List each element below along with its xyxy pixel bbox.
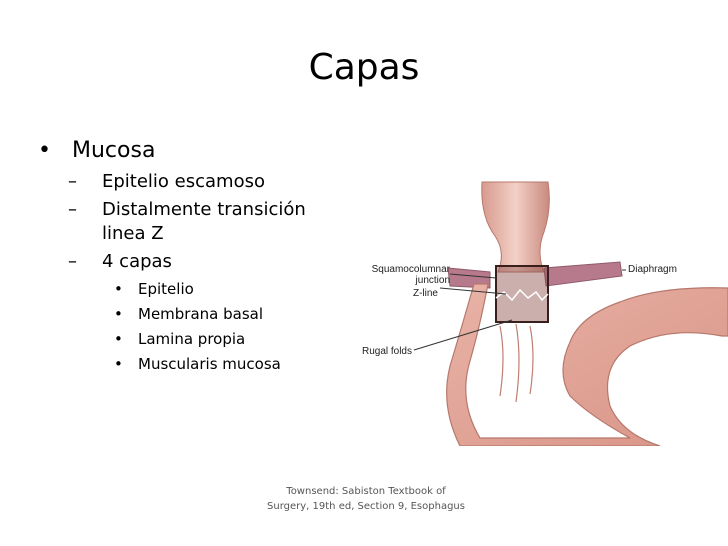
bullet-marker: • [114, 305, 123, 323]
subsubbullet-epitelio: • Epitelio [38, 280, 338, 299]
bullet-marker: • [114, 280, 123, 298]
bullet-mucosa: • Mucosa [38, 136, 338, 166]
z-line [495, 288, 549, 302]
subsubbullet-membrana-basal: • Membrana basal [38, 305, 338, 324]
subsubbullet-text: Lamina propia [138, 330, 246, 348]
bullet-marker: • [38, 138, 51, 163]
bullet-marker: • [114, 355, 123, 373]
bullet-marker: • [114, 330, 123, 348]
dash-marker: – [68, 171, 77, 192]
subbullet-transicion: – Distalmente transición linea Z [38, 198, 338, 246]
subbullet-text-continuation: linea Z [102, 223, 164, 244]
bullet-text: Mucosa [72, 138, 156, 163]
esophagus-figure: Squamocolumnar junction Z-line Diaphragm… [330, 176, 728, 446]
subsubbullet-lamina-propia: • Lamina propia [38, 330, 338, 349]
subbullet-text: Distalmente transición [102, 199, 306, 220]
slide-title: Capas [308, 47, 420, 88]
subsubbullet-text: Muscularis mucosa [138, 355, 281, 373]
rugal-folds-label: Rugal folds [361, 346, 412, 357]
diaphragm-right [543, 261, 623, 287]
subbullet-4-capas: – 4 capas [38, 250, 338, 274]
diaphragm-label: Diaphragm [628, 264, 677, 275]
esophagus-tube [481, 181, 550, 273]
stomach [446, 283, 728, 446]
z-line-label: Z-line [412, 288, 438, 299]
subsubbullet-muscularis-mucosa: • Muscularis mucosa [38, 355, 338, 374]
subbullet-text: 4 capas [102, 251, 172, 272]
dash-marker: – [68, 251, 77, 272]
source-caption: Townsend: Sabiston Textbook of Surgery, … [267, 486, 465, 512]
subsubbullet-text: Membrana basal [138, 305, 264, 323]
subbullet-epitelio-escamoso: – Epitelio escamoso [38, 170, 338, 194]
esophagus-illustration [413, 181, 728, 446]
diaphragm-left [447, 267, 491, 289]
dash-marker: – [68, 199, 77, 220]
squamocolumnar-label: Squamocolumnar junction [371, 264, 450, 286]
subbullet-text: Epitelio escamoso [102, 171, 265, 192]
bullet-list: • Mucosa – Epitelio escamoso – Distalmen… [38, 136, 338, 374]
subsubbullet-text: Epitelio [138, 280, 194, 298]
